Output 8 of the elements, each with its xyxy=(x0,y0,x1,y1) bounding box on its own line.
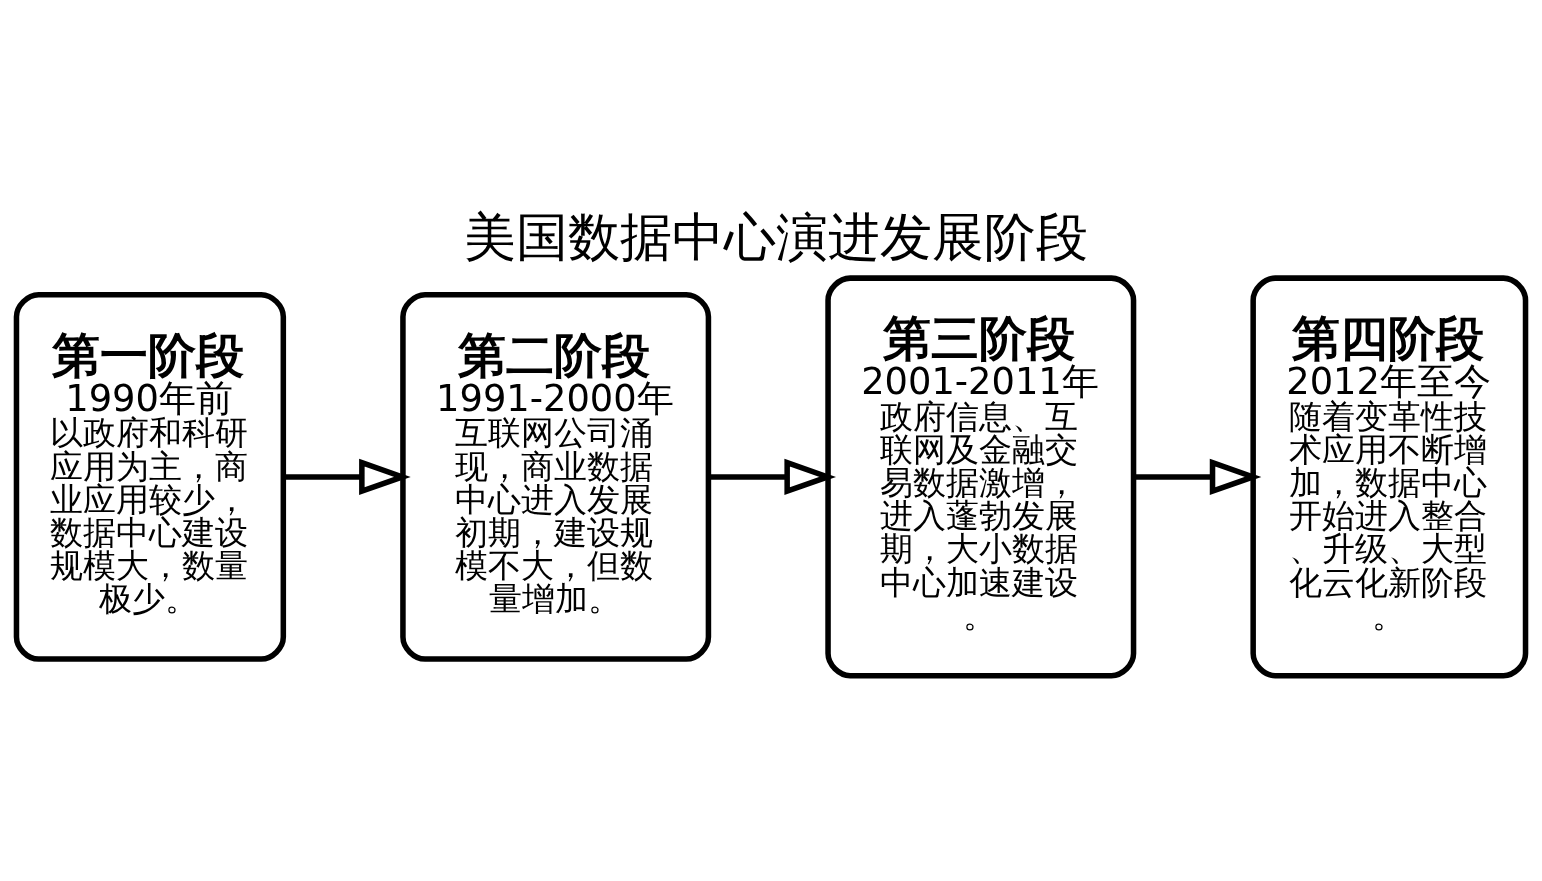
diagram-title: 美国数据中心演进发展阶段 xyxy=(463,206,1088,267)
node-box: 第四阶段 2012年至今 随着变革性技术应用不断增加，数据中心开始进入整合、升级、大型化云化新阶段。 xyxy=(1250,274,1529,678)
arrow xyxy=(1133,458,1262,495)
arrow xyxy=(283,458,411,495)
node-box: 第三阶段 2001-2011年 政府信息、互联网及金融交易数据激增，进入蓬勃发展期，大小数据中心加速建设。 xyxy=(825,274,1137,678)
node-box: 第二阶段 1991-2000年 互联网公司涌现，商业数据中心进入发展初期，建设规模不大，但数量增加。 xyxy=(400,291,712,662)
arrow xyxy=(708,458,836,495)
node-box: 第一阶段 1990年前 以政府和科研应用为主，商业应用较少，数据中心建设规模大，数量极少。 xyxy=(13,291,287,662)
